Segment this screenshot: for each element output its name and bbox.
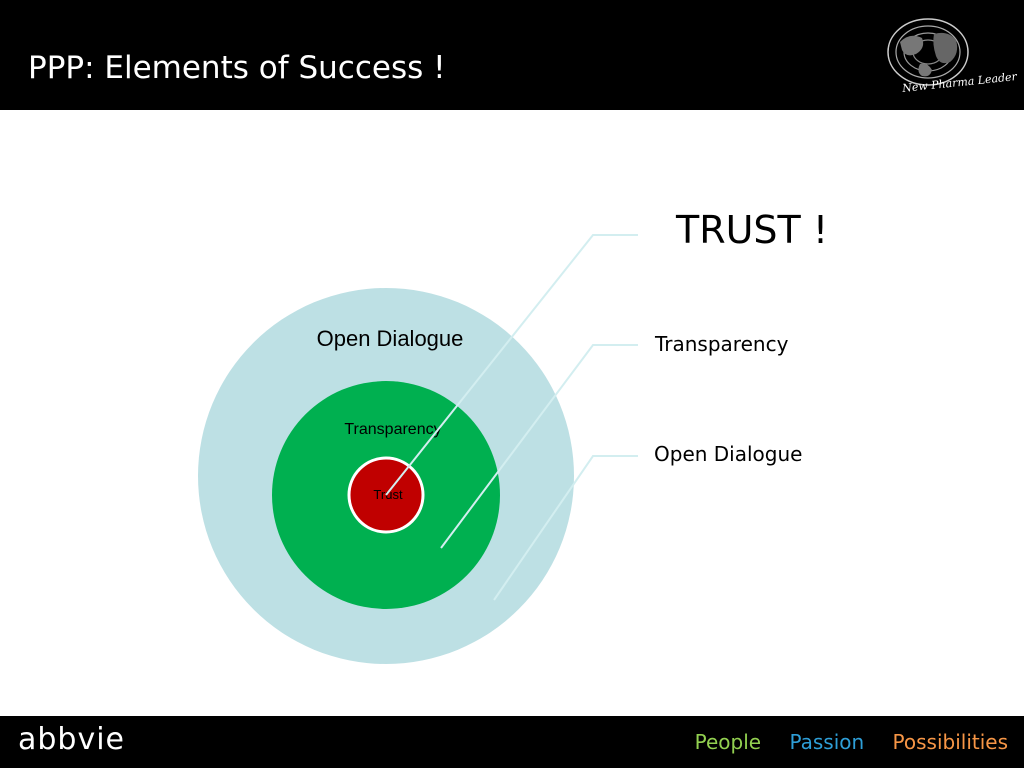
footer-bar: abbvie People Passion Possibilities xyxy=(0,716,1024,768)
trust-ring-label: Trust xyxy=(373,487,403,502)
header-bar: PPP: Elements of Success ! New Pharma Le… xyxy=(0,0,1024,110)
trust-callout: TRUST ! xyxy=(676,208,829,252)
open-dialogue-leader-line xyxy=(493,455,638,601)
open-dialogue-callout: Open Dialogue xyxy=(654,442,803,466)
abbvie-logo: abbvie xyxy=(18,722,126,757)
new-pharma-leader-logo: New Pharma Leader xyxy=(876,14,1017,104)
trust-diagram: Open Dialogue Transparency Trust xyxy=(198,234,638,664)
open-dialogue-ring-label: Open Dialogue xyxy=(317,326,464,351)
tagline-possibilities: Possibilities xyxy=(892,730,1008,754)
tagline: People Passion Possibilities xyxy=(673,730,1008,754)
trust-leader-line xyxy=(385,234,638,496)
transparency-callout: Transparency xyxy=(655,332,789,356)
page-title: PPP: Elements of Success ! xyxy=(28,50,446,86)
transparency-ring-label: Transparency xyxy=(344,421,441,438)
transparency-leader-line xyxy=(440,344,638,549)
globe-fingerprint-icon xyxy=(887,18,969,86)
tagline-passion: Passion xyxy=(789,730,865,754)
tagline-people: People xyxy=(694,730,762,754)
